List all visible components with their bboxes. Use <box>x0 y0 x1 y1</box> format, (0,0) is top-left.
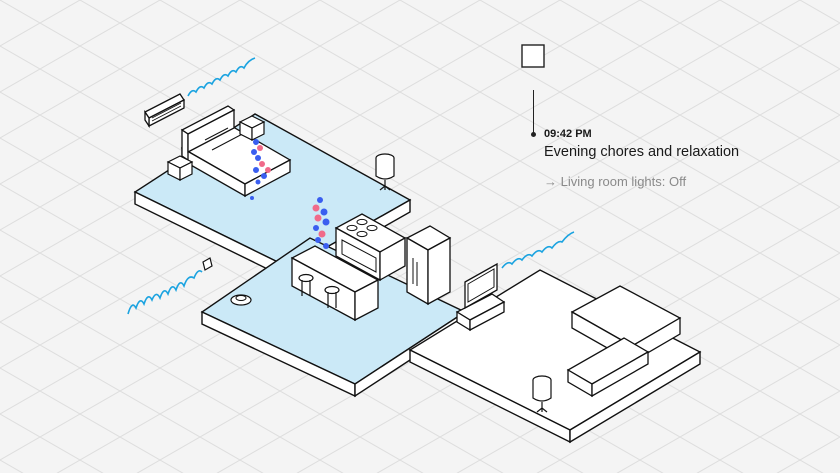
timeline-dot <box>531 132 536 137</box>
bar-stool <box>298 273 314 296</box>
tv-icon <box>455 262 506 332</box>
air-conditioner-icon <box>144 93 185 129</box>
kitchen-counter <box>334 213 407 282</box>
event-action: → Living room lights: Off <box>544 174 687 189</box>
nightstand <box>166 155 194 181</box>
ac-signal-wave <box>187 57 256 97</box>
tv-signal-wave <box>501 231 575 269</box>
sensor-signal-wave <box>127 270 203 315</box>
bed <box>180 105 292 198</box>
timeline-line <box>533 90 535 134</box>
person-bedroom <box>250 139 271 200</box>
event-panel: 09:42 PM Evening chores and relaxation →… <box>521 40 822 200</box>
device-cube-icon <box>521 44 545 68</box>
floor-lamp-icon <box>532 375 552 413</box>
bar-stool <box>324 285 340 308</box>
event-title: Evening chores and relaxation <box>544 144 740 160</box>
floor-lamp-icon <box>375 153 395 191</box>
refrigerator <box>405 225 452 306</box>
event-time: 09:42 PM <box>544 128 592 140</box>
nightstand <box>238 115 266 141</box>
robot-vacuum-icon <box>230 294 252 306</box>
sensor-box-icon <box>202 257 213 271</box>
kitchen-island <box>290 245 380 322</box>
sofa <box>566 285 682 398</box>
